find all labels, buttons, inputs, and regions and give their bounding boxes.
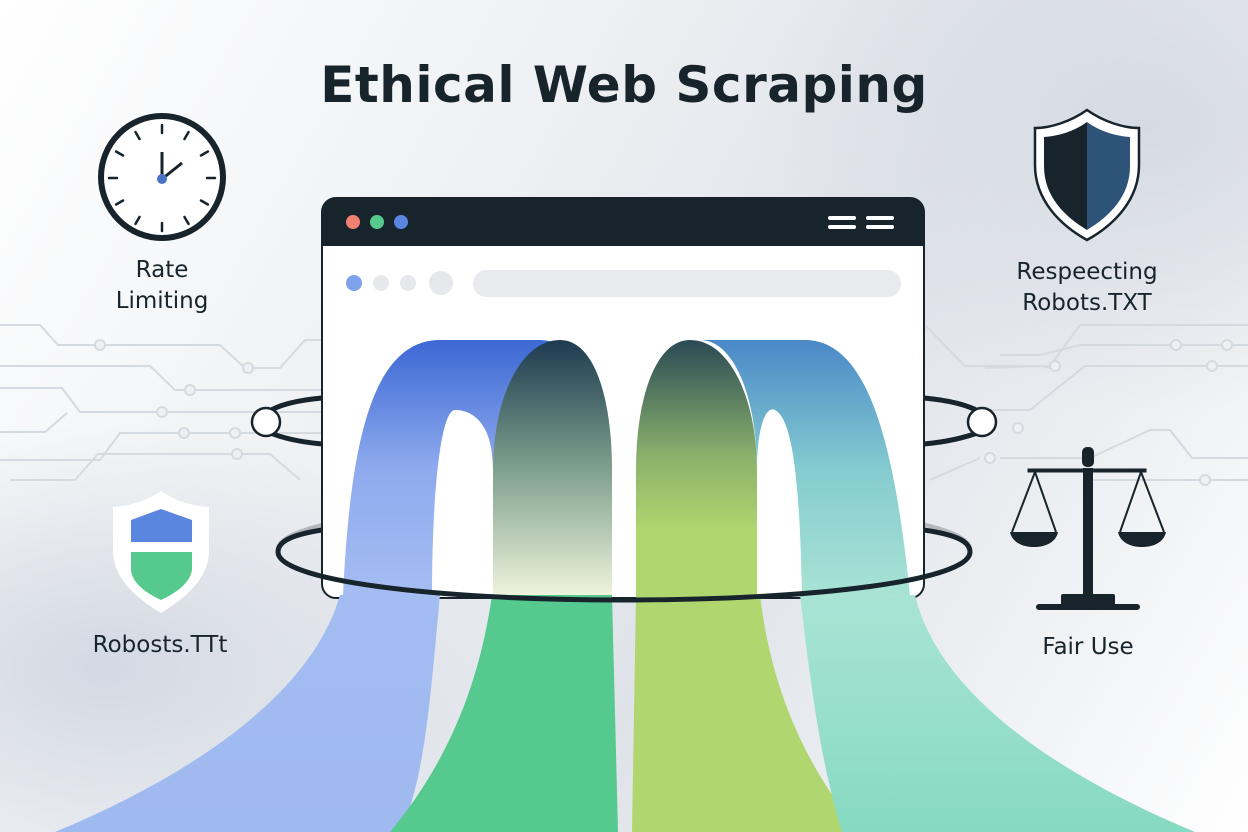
ribbon-teal-lower bbox=[800, 595, 1195, 832]
orbit-ring bbox=[275, 527, 973, 603]
nav-dot-active[interactable] bbox=[346, 275, 362, 291]
address-bar[interactable] bbox=[473, 270, 901, 297]
minimize-window-button[interactable] bbox=[370, 215, 384, 229]
ribbon-dark-arch bbox=[493, 340, 612, 595]
maximize-window-button[interactable] bbox=[394, 215, 408, 229]
rate-limiting-label-line2: Limiting bbox=[115, 288, 209, 314]
respecting-robots-label-line2: Robots.TXT bbox=[1022, 290, 1152, 316]
left-handle bbox=[250, 395, 323, 447]
browser-titlebar bbox=[322, 198, 924, 246]
fair-use-label: Fair Use bbox=[988, 632, 1188, 663]
nav-dot[interactable] bbox=[373, 275, 389, 291]
rate-limiting-label-line1: Rate bbox=[135, 257, 189, 283]
ribbon-green-lower bbox=[390, 595, 618, 832]
respecting-robots-label-line1: Respeecting bbox=[1016, 259, 1158, 285]
nav-dot-large[interactable] bbox=[429, 271, 453, 295]
rate-limiting-label: Rate Limiting bbox=[82, 255, 242, 317]
respecting-robots-label: Respeecting Robots.TXT bbox=[987, 257, 1187, 319]
close-window-button[interactable] bbox=[346, 215, 360, 229]
ribbon-lime-arch bbox=[636, 340, 757, 595]
ribbon-teal-arch bbox=[700, 340, 910, 595]
ribbon-lime-lower bbox=[632, 595, 860, 832]
right-handle bbox=[923, 395, 998, 447]
ribbon-blue-lower bbox=[55, 595, 440, 832]
page-title: Ethical Web Scraping bbox=[320, 56, 928, 114]
fair-use-label-line1: Fair Use bbox=[1042, 634, 1134, 660]
hamburger-icon[interactable] bbox=[828, 216, 894, 229]
robots-txt-label-line1: Robosts.TTt bbox=[92, 632, 228, 658]
robots-txt-label: Robosts.TTt bbox=[60, 630, 260, 661]
nav-dot[interactable] bbox=[400, 275, 416, 291]
